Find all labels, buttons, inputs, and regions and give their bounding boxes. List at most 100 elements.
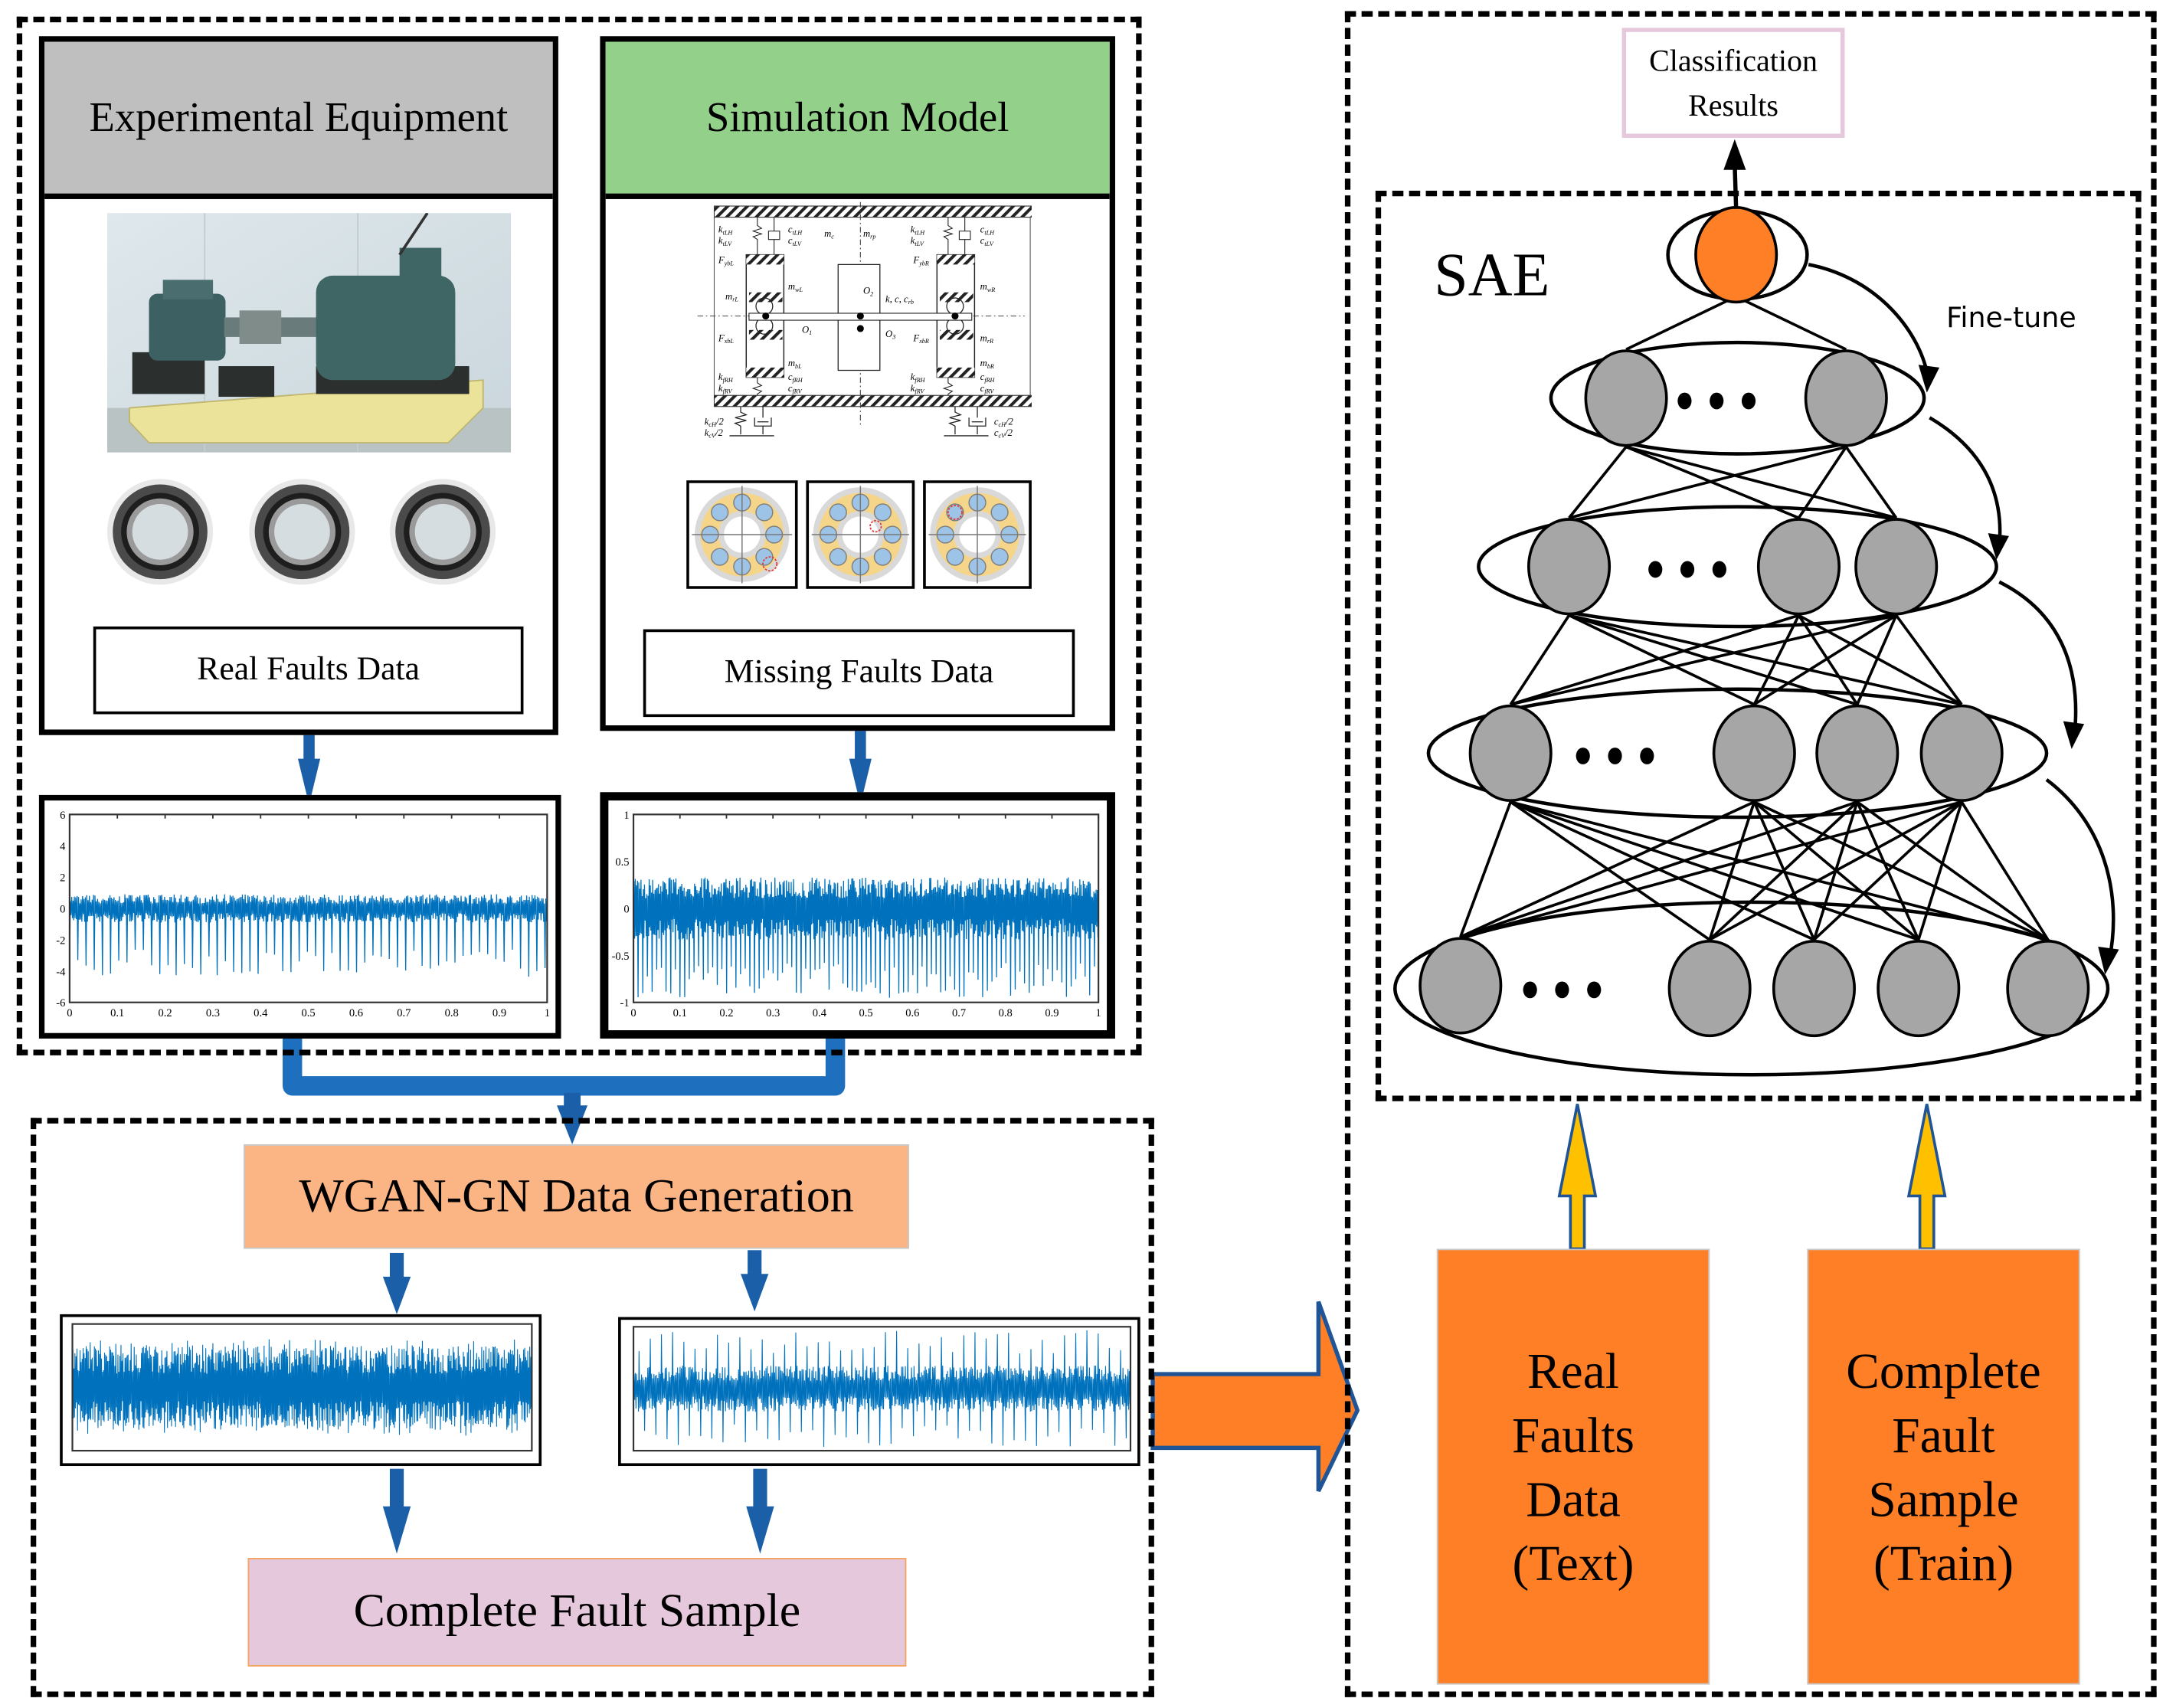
label-kfRH-left: kfRH — [718, 371, 734, 384]
neuron — [1919, 704, 2004, 802]
label-cfRV-left: cfRV — [788, 383, 803, 395]
generated-waveform-2-plot — [632, 1326, 1132, 1452]
hidden-layer-ellipse — [1477, 505, 1998, 629]
test-input-line: Faults — [1511, 1406, 1634, 1463]
x-tick-label: 0.9 — [492, 1007, 506, 1019]
train-input-line: Fault — [1892, 1406, 1995, 1463]
label-mc: mc — [824, 228, 834, 240]
arrow-missing-data-to-waveform — [849, 721, 872, 805]
network-connection — [1917, 801, 1963, 941]
bearing-photos-row — [104, 476, 508, 587]
data-acquisition-group — [16, 16, 1142, 1055]
train-input-line: Complete — [1846, 1343, 2041, 1399]
bearing-photo-icon — [389, 479, 496, 585]
y-tick-label: 0.5 — [615, 856, 629, 869]
network-connection — [1844, 446, 1898, 519]
network-connection — [1510, 614, 1800, 706]
neuron — [1584, 349, 1668, 447]
hidden-layer-ellipse — [1393, 900, 2110, 1077]
label-kfRH-right: kfRH — [911, 371, 926, 384]
classification-results-line1: Classification — [1649, 42, 1818, 77]
bearing-photo-icon — [106, 479, 214, 585]
arrow-gen-plot-1-to-sample — [382, 1468, 411, 1554]
ellipsis-dot — [1712, 561, 1726, 578]
y-tick-label: 0 — [623, 904, 629, 916]
arrow-wgan-to-gen-plot-1 — [382, 1252, 411, 1314]
wgan-gn-title: WGAN-GN Data Generation — [299, 1170, 854, 1222]
classification-results-line2: Results — [1688, 87, 1778, 123]
y-tick-label: 6 — [60, 810, 65, 822]
waveform-series — [633, 877, 1099, 998]
x-tick-label: 0.4 — [254, 1007, 268, 1019]
neuron — [1854, 518, 1939, 616]
fine-tune-arrowhead-icon — [2063, 721, 2085, 749]
train-input-line: Sample — [1868, 1471, 2019, 1527]
arrow-train-input-to-sae — [1906, 1104, 1947, 1251]
label-ktLV: ktLV — [718, 235, 732, 247]
x-tick-label: 0.2 — [158, 1007, 172, 1019]
network-connection — [1797, 614, 1859, 705]
wgan-gn-box: WGAN-GN Data Generation — [244, 1144, 909, 1249]
label-ccH2: ccH/2 — [994, 416, 1014, 428]
label-kfRV-right: kfRV — [911, 383, 925, 395]
simulation-model-panel: Simulation Model — [600, 36, 1115, 731]
y-tick-label: -0.5 — [612, 951, 630, 963]
ellipsis-dot — [1608, 748, 1622, 764]
x-tick-label: 0.1 — [673, 1007, 687, 1019]
x-tick-label: 0.3 — [206, 1007, 220, 1019]
x-tick-label: 0.2 — [719, 1007, 733, 1019]
arrow-gen-plot-2-to-sample — [746, 1468, 774, 1554]
label-ctRH: ctLH — [980, 224, 995, 237]
x-tick-label: 0.4 — [813, 1007, 827, 1019]
network-connection — [1568, 446, 1628, 519]
waveform-series — [69, 894, 548, 977]
sae-network-group — [1375, 191, 2142, 1101]
label-FybR: FybR — [912, 255, 928, 267]
neuron — [1667, 939, 1752, 1038]
label-mrL: mrL — [725, 291, 738, 303]
label-mwR: mwR — [980, 281, 996, 293]
output-arrow — [1733, 164, 1739, 209]
ellipsis-dot — [1587, 981, 1602, 999]
network-connection — [1459, 801, 1512, 937]
ellipsis-dot — [1648, 561, 1663, 578]
x-tick-label: 0.7 — [952, 1007, 966, 1019]
neuron — [1756, 518, 1841, 616]
y-tick-label: 1 — [623, 810, 629, 822]
fine-tune-arrow — [1929, 416, 2002, 546]
label-O2: O2 — [863, 286, 873, 298]
real-faults-data-box: Real Faults Data — [93, 626, 524, 715]
label-ccV2: ccV/2 — [994, 427, 1013, 440]
test-rig-photo-icon — [106, 213, 512, 453]
big-flow-arrow-icon — [1150, 1301, 1360, 1492]
bearing-schematic-outer-fault-icon — [686, 480, 798, 589]
network-connection — [1510, 800, 1919, 941]
network-connection — [1460, 800, 1858, 939]
fine-tune-arrow — [1808, 263, 1930, 379]
label-FybL: FybL — [718, 255, 734, 267]
label-ktRH: ktLH — [911, 224, 925, 237]
label-mrp: mrp — [863, 228, 875, 240]
network-connection — [1625, 295, 1737, 351]
label-mbL: mbL — [788, 358, 802, 370]
neuron — [1712, 704, 1796, 802]
y-tick-label: -4 — [56, 966, 66, 978]
hidden-layer-ellipse — [1426, 687, 2049, 820]
fine-tune-arrowhead-icon — [2098, 947, 2119, 975]
network-connection — [1797, 446, 1847, 519]
network-connection — [1856, 614, 1898, 705]
network-connection — [1735, 295, 1847, 351]
experimental-equipment-header: Experimental Equipment — [44, 41, 553, 199]
sae-title: SAE — [1434, 240, 1550, 309]
label-O3: O3 — [885, 329, 895, 341]
label-mrR: mrR — [980, 332, 993, 345]
merge-connector — [282, 1026, 846, 1096]
network-connection — [1460, 800, 1962, 939]
neuron — [1418, 937, 1503, 1035]
x-tick-label: 0 — [630, 1007, 636, 1019]
test-input-line: Data — [1526, 1471, 1621, 1527]
simulation-model-title: Simulation Model — [706, 93, 1009, 140]
ellipsis-dot — [1576, 748, 1590, 764]
